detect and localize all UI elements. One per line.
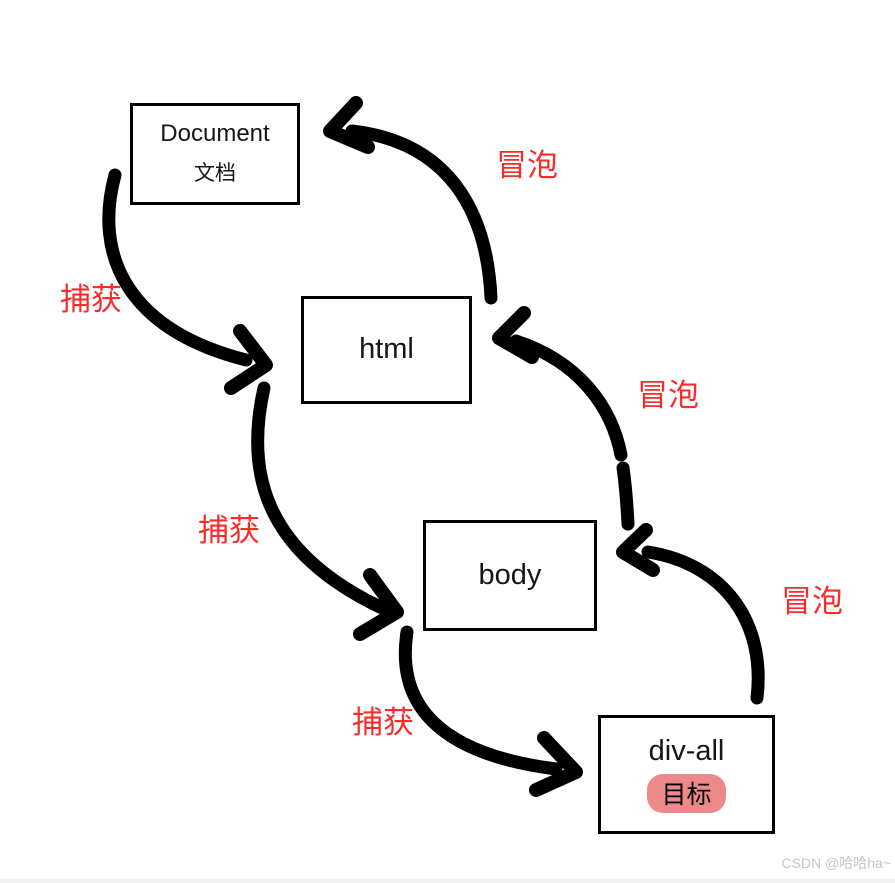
capture-label-3: 捕获 <box>352 705 414 740</box>
node-html: html <box>301 296 472 404</box>
capture-label-2: 捕获 <box>198 513 260 548</box>
capture-arrow-body-to-divall <box>398 625 583 797</box>
page-edge-strip <box>0 879 895 883</box>
node-divall-title: div-all <box>648 735 725 768</box>
capture-arrow-document-to-html <box>102 168 273 395</box>
node-document: Document 文档 <box>130 103 300 205</box>
bubble-arrow-body-to-html <box>492 306 635 531</box>
bubble-label-1: 冒泡 <box>496 148 558 183</box>
node-html-title: html <box>359 333 414 366</box>
csdn-watermark: CSDN @哈哈ha~ <box>781 855 891 871</box>
node-body: body <box>423 520 597 631</box>
node-document-title: Document <box>160 120 270 148</box>
node-document-subtitle: 文档 <box>194 161 236 185</box>
bubble-arrow-divall-to-body <box>616 523 765 705</box>
node-body-title: body <box>478 558 542 591</box>
capture-arrow-html-to-body <box>251 381 404 641</box>
bubble-label-3: 冒泡 <box>781 584 843 619</box>
bubble-arrow-html-to-document <box>323 96 498 305</box>
bubble-label-2: 冒泡 <box>637 378 699 413</box>
capture-label-1: 捕获 <box>60 282 122 317</box>
node-divall: div-all 目标 <box>598 715 775 834</box>
target-badge: 目标 <box>647 773 726 813</box>
